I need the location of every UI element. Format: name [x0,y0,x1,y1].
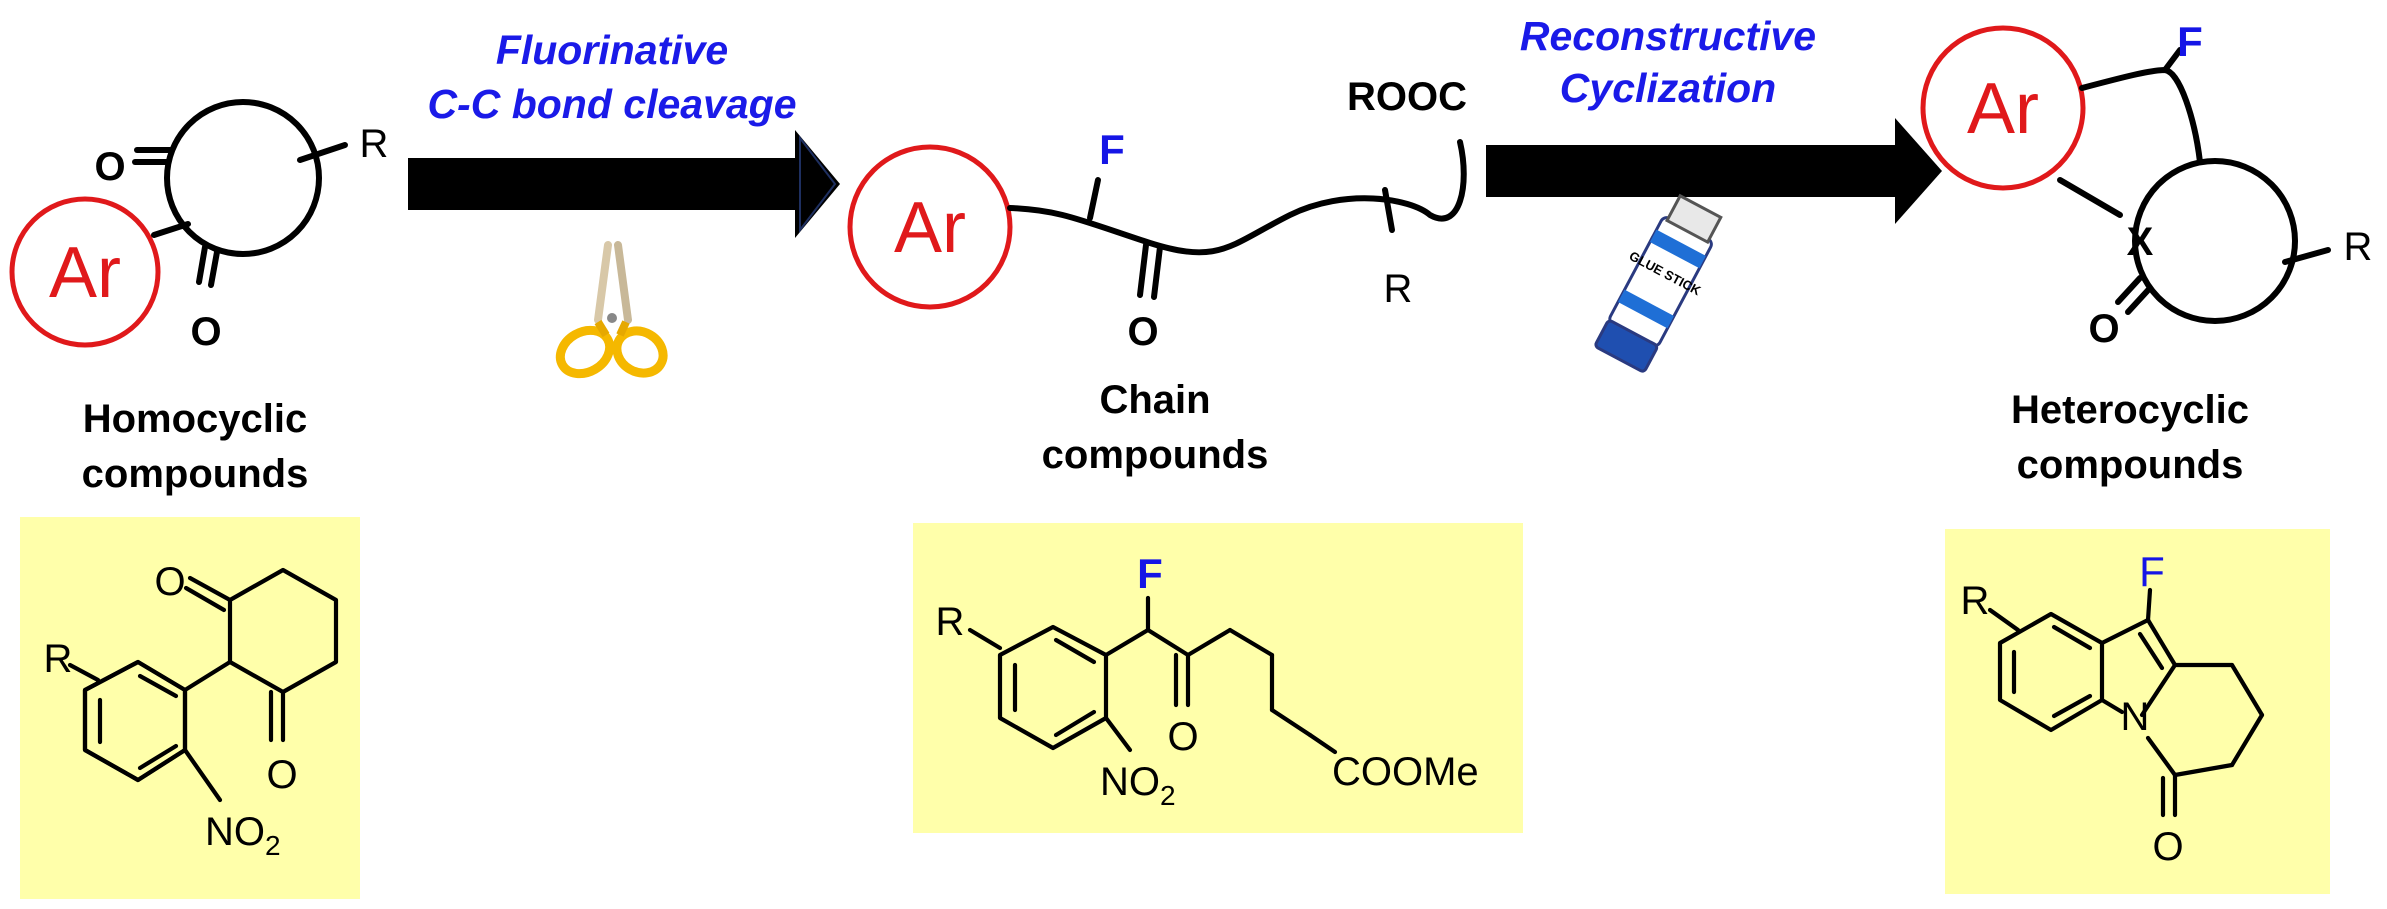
oxygen-label: O [2088,307,2119,351]
heterocycle-ring [2132,158,2298,324]
example-structure-chain: F O COOMe NO2 R [936,550,1479,811]
ar-label: Ar [1967,69,2039,149]
ar-circle-heterocyclic [1920,25,2086,191]
ester-label: ROOC [1347,75,1467,119]
chain-backbone [1007,139,1467,256]
scissors-icon [555,241,668,379]
r-group-label: R [360,122,389,166]
oxygen-label: O [190,310,221,354]
arrow-cyclization [1486,118,1942,224]
nitro-label: NO2 [205,810,281,861]
heterocyclic-caption-line1: Heterocyclic [2011,388,2249,432]
ar-circle-chain [847,144,1013,310]
glue-stick-icon: GLUE STICK [1594,193,1723,373]
r-group-label: R [44,637,73,681]
step-cyclization-line2: Cyclization [1560,65,1776,111]
fluorine-label: F [1099,126,1125,173]
oxygen-label: O [2152,825,2183,869]
fluorine-label: F [1137,550,1163,597]
example-structure-heterocyclic: N F O R [1961,548,2265,869]
example-panel-heterocyclic [1945,529,2330,894]
ring-atom-label: X [2127,220,2154,264]
r-group-label: R [1961,579,1990,623]
step-cyclization-line1: Reconstructive [1520,13,1816,59]
homocyclic-generic-structure: Ar O O R [9,99,389,354]
methyl-ester-label: COOMe [1332,750,1479,794]
oxygen-label: O [1127,310,1158,354]
heterocyclic-caption-line2: compounds [2017,443,2244,487]
oxygen-label: O [1167,715,1198,759]
nitrogen-label: N [2121,695,2150,739]
nitro-label: NO2 [1100,760,1176,811]
arrow-cleavage [408,130,840,238]
ar-circle-homocyclic [9,196,161,348]
fluorine-label: F [2139,548,2165,595]
example-panel-homocyclic [20,517,360,899]
oxygen-label: O [154,560,185,604]
homocyclic-caption-line2: compounds [82,452,309,496]
fluorine-label: F [2177,18,2203,65]
ar-label: Ar [49,233,121,313]
homocyclic-caption-line1: Homocyclic [83,397,308,441]
chain-generic-structure: Ar F O R ROOC [847,75,1467,354]
oxygen-label: O [266,753,297,797]
carbocycle-ring [164,99,322,257]
step-cleavage-line1: Fluorinative [496,27,728,73]
example-structure-homocyclic: O O NO2 R [44,560,339,861]
heterocyclic-generic-structure: Ar F X O R [1920,18,2373,351]
r-group-label: R [2344,225,2373,269]
chain-caption-line2: compounds [1042,433,1269,477]
oxygen-label: O [94,145,125,189]
r-group-label: R [1384,267,1413,311]
chain-caption-line1: Chain [1099,378,1210,422]
step-cleavage-line2: C-C bond cleavage [427,81,796,127]
r-group-label: R [936,600,965,644]
ar-label: Ar [894,188,966,268]
